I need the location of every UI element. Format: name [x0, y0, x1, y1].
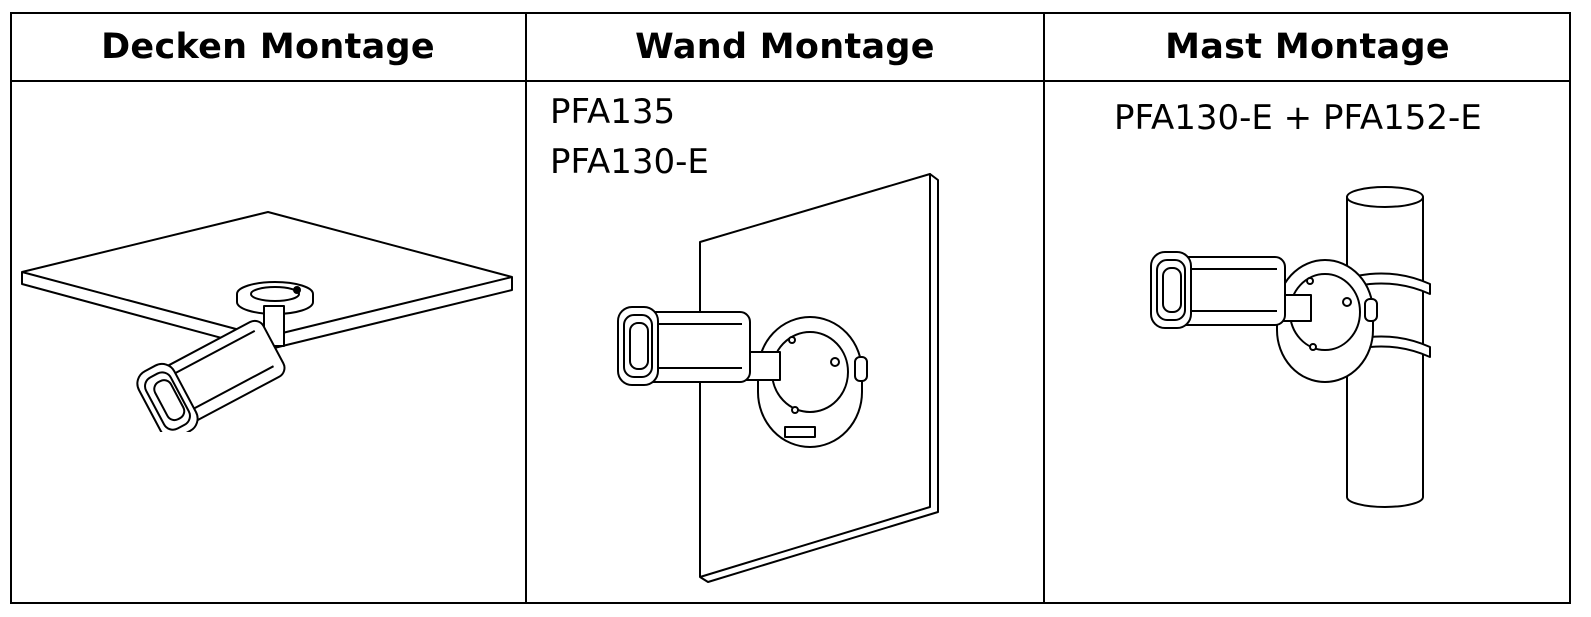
- header-ceiling-mount: Decken Montage: [101, 27, 435, 67]
- wall-accessory-2: PFA130-E: [550, 142, 709, 182]
- wall-mount-illustration: [617, 173, 939, 583]
- ceiling-mount-illustration: [21, 211, 513, 432]
- pole-mount-illustration: [1150, 186, 1431, 508]
- header-pole-mount: Mast Montage: [1165, 27, 1450, 67]
- pole-accessory-combo: PFA130-E + PFA152-E: [1114, 98, 1482, 138]
- header-wall-mount: Wand Montage: [635, 27, 935, 67]
- mounting-table: Decken Montage Wand Montage Mast Montage…: [10, 12, 1571, 604]
- wall-accessory-1: PFA135: [550, 92, 676, 132]
- table-grid: [10, 12, 1571, 604]
